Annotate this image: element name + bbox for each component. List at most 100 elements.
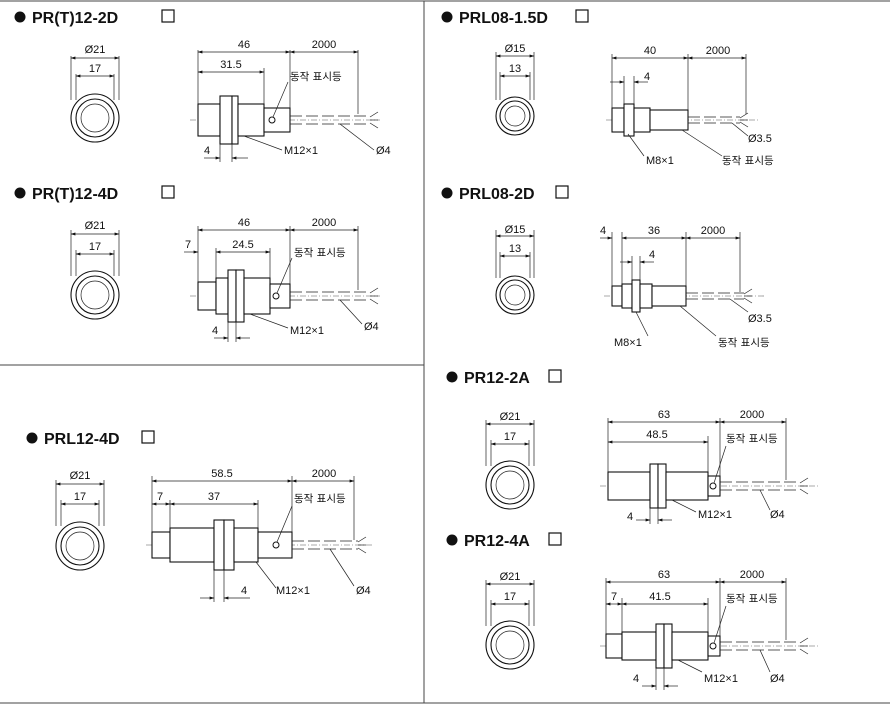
svg-text:Ø4: Ø4 (356, 585, 371, 597)
svg-text:Ø15: Ø15 (505, 43, 526, 55)
model-prl08-2d: PRL08-2D Ø15 13 (441, 185, 772, 349)
svg-text:동작 표시등: 동작 표시등 (722, 155, 774, 167)
front-view: Ø21 17 (70, 220, 120, 320)
svg-text:17: 17 (74, 491, 86, 503)
side-view: 63 7 41.5 2000 4 동작 표시등 M12×1 Ø4 (600, 569, 820, 690)
side-view: 46 31.5 2000 4 동작 표시등 M12×1 Ø4 (190, 39, 391, 162)
svg-text:36: 36 (648, 225, 660, 237)
suffix-box-icon (575, 9, 589, 23)
svg-text:Ø15: Ø15 (505, 224, 526, 236)
svg-text:2000: 2000 (701, 225, 725, 237)
model-prt12-4d: PR(T)12-4D Ø21 17 (14, 185, 380, 342)
svg-text:동작 표시등: 동작 표시등 (294, 493, 346, 505)
svg-text:4: 4 (644, 71, 650, 83)
svg-text:2000: 2000 (312, 39, 336, 51)
svg-text:13: 13 (509, 243, 521, 255)
svg-text:M12×1: M12×1 (290, 325, 324, 337)
front-view: Ø15 13 (495, 224, 535, 315)
bullet-icon (14, 187, 26, 199)
model-title: PR12-2A (464, 370, 530, 387)
side-view: 63 48.5 2000 4 동작 표시등 M12×1 Ø4 (600, 409, 820, 524)
model-pr12-2a: PR12-2A Ø21 17 (446, 369, 820, 524)
svg-text:Ø21: Ø21 (70, 470, 91, 482)
svg-text:7: 7 (185, 239, 191, 251)
model-pr12-4a: PR12-4A Ø21 17 (446, 532, 820, 690)
svg-text:M12×1: M12×1 (698, 509, 732, 521)
suffix-box-icon (548, 532, 562, 546)
svg-text:2000: 2000 (706, 45, 730, 57)
svg-text:48.5: 48.5 (646, 429, 667, 441)
svg-text:63: 63 (658, 569, 670, 581)
svg-text:17: 17 (89, 63, 101, 75)
model-prl12-4d: PRL12-4D Ø21 17 (26, 430, 372, 602)
model-prt12-2d: PR(T)12-2D Ø21 17 (14, 9, 391, 162)
front-view: Ø21 17 (485, 411, 535, 510)
svg-text:2000: 2000 (312, 468, 336, 480)
side-view: 46 7 24.5 2000 4 동작 표시등 M12×1 Ø4 (184, 217, 380, 342)
svg-text:동작 표시등: 동작 표시등 (726, 593, 778, 605)
bullet-icon (14, 11, 26, 23)
svg-text:41.5: 41.5 (649, 591, 670, 603)
svg-text:Ø3.5: Ø3.5 (748, 133, 772, 145)
svg-text:58.5: 58.5 (211, 468, 232, 480)
svg-text:63: 63 (658, 409, 670, 421)
svg-text:4: 4 (212, 325, 218, 337)
svg-text:2000: 2000 (740, 569, 764, 581)
svg-text:Ø4: Ø4 (770, 509, 785, 521)
svg-text:2000: 2000 (312, 217, 336, 229)
svg-text:Ø21: Ø21 (85, 44, 106, 56)
svg-text:M12×1: M12×1 (284, 145, 318, 157)
model-title: PR(T)12-2D (32, 10, 118, 27)
svg-text:4: 4 (241, 585, 247, 597)
svg-text:13: 13 (509, 63, 521, 75)
bullet-icon (446, 534, 458, 546)
bullet-icon (441, 11, 453, 23)
svg-text:동작 표시등: 동작 표시등 (718, 337, 770, 349)
svg-text:4: 4 (633, 673, 639, 685)
svg-text:46: 46 (238, 217, 250, 229)
svg-text:Ø21: Ø21 (85, 220, 106, 232)
side-view: 58.5 7 37 2000 4 동작 표시등 M12×1 Ø4 (146, 468, 372, 602)
bullet-icon (446, 371, 458, 383)
model-title: PRL08-1.5D (459, 10, 548, 27)
svg-text:24.5: 24.5 (232, 239, 253, 251)
svg-text:Ø21: Ø21 (500, 571, 521, 583)
svg-text:40: 40 (644, 45, 656, 57)
svg-text:17: 17 (504, 591, 516, 603)
svg-text:M8×1: M8×1 (646, 155, 674, 167)
svg-text:17: 17 (504, 431, 516, 443)
svg-text:Ø4: Ø4 (770, 673, 785, 685)
svg-text:37: 37 (208, 491, 220, 503)
model-title: PRL12-4D (44, 431, 120, 448)
svg-text:동작 표시등: 동작 표시등 (294, 247, 346, 259)
front-view: Ø21 17 (55, 470, 105, 571)
suffix-box-icon (141, 430, 155, 444)
front-view: Ø15 13 (495, 43, 535, 136)
svg-text:동작 표시등: 동작 표시등 (726, 433, 778, 445)
front-view: Ø21 17 (485, 571, 535, 670)
model-title: PR(T)12-4D (32, 186, 118, 203)
side-view: 40 4 2000 M8×1 동작 표시등 Ø3.5 (606, 45, 774, 167)
model-title: PR12-4A (464, 533, 530, 550)
svg-text:M12×1: M12×1 (704, 673, 738, 685)
suffix-box-icon (548, 369, 562, 383)
svg-text:동작 표시등: 동작 표시등 (290, 71, 342, 83)
svg-text:M12×1: M12×1 (276, 585, 310, 597)
bullet-icon (26, 432, 38, 444)
svg-text:17: 17 (89, 241, 101, 253)
svg-text:31.5: 31.5 (220, 59, 241, 71)
svg-text:46: 46 (238, 39, 250, 51)
svg-text:4: 4 (649, 249, 655, 261)
suffix-box-icon (555, 185, 569, 199)
svg-text:7: 7 (611, 591, 617, 603)
suffix-box-icon (161, 185, 175, 199)
svg-text:Ø21: Ø21 (500, 411, 521, 423)
svg-text:4: 4 (627, 511, 633, 523)
svg-text:4: 4 (204, 145, 210, 157)
svg-text:4: 4 (600, 225, 606, 237)
svg-text:Ø4: Ø4 (376, 145, 391, 157)
suffix-box-icon (161, 9, 175, 23)
svg-text:M8×1: M8×1 (614, 337, 642, 349)
